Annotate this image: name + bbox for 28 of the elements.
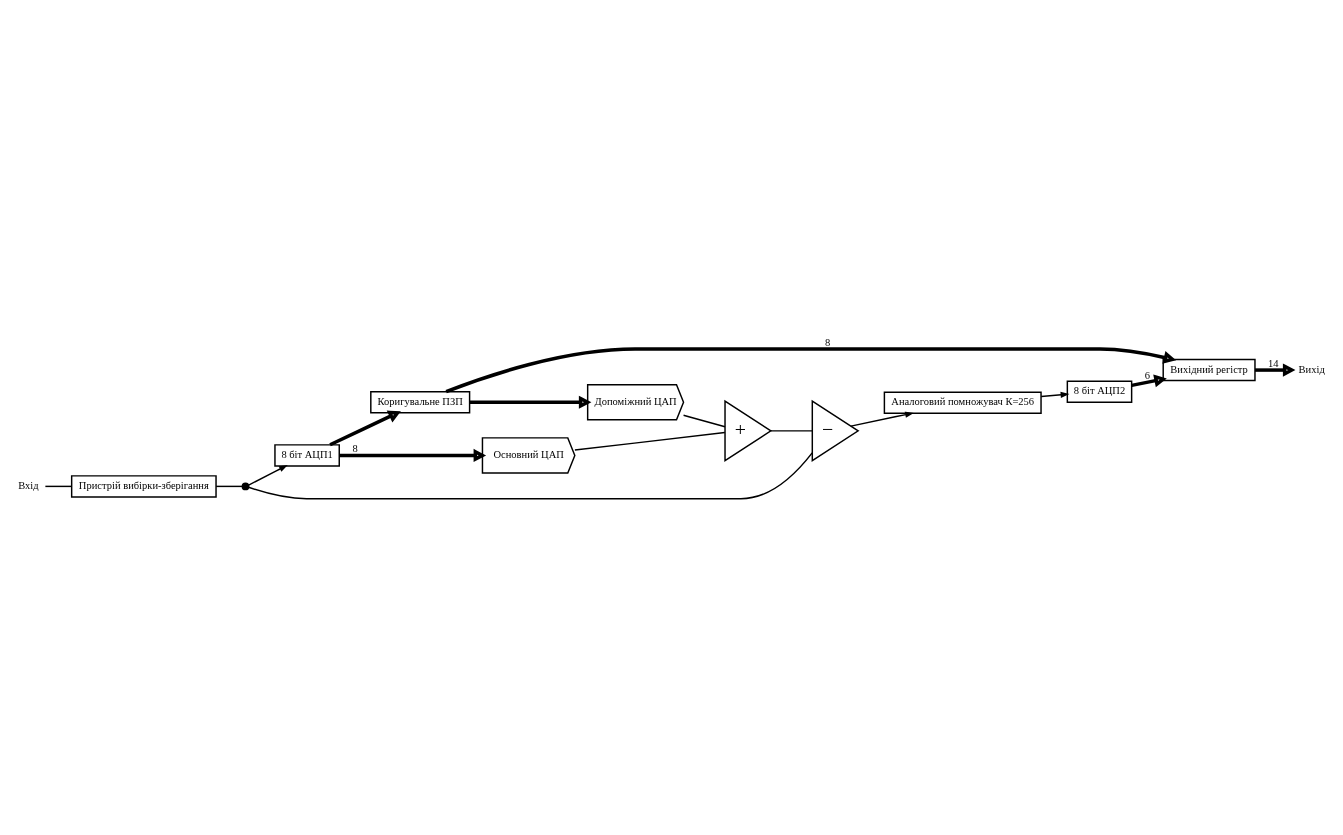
arrow [445, 346, 1177, 393]
arrow [1255, 363, 1296, 377]
connector [770, 429, 813, 432]
node-text: Вхід [18, 479, 39, 491]
arrow [329, 410, 401, 446]
connector [215, 485, 243, 487]
arrow [339, 448, 487, 462]
connector [574, 431, 726, 451]
node-circle [241, 482, 250, 490]
connector [247, 451, 813, 499]
node-box: Пристрій вибірки-зберігання [70, 474, 217, 498]
node-box: Коригувальне ПЗП [370, 390, 471, 413]
edge-label: 8 [352, 442, 358, 454]
node-box: 8 біт АЦП2 [1066, 379, 1133, 403]
connector [682, 414, 726, 428]
arrow [1040, 391, 1070, 398]
node-text: Вихід [1298, 363, 1325, 375]
edge-label: 6 [1144, 369, 1151, 381]
node-box: Аналоговий помножувач К=256 [883, 391, 1042, 414]
edge-label: 8 [824, 336, 831, 348]
arrow [850, 411, 914, 427]
connector [44, 485, 73, 487]
node-box: Вихідний регістр [1162, 358, 1256, 381]
edge-label: 14 [1268, 357, 1279, 369]
arrow [247, 464, 288, 486]
arrow [469, 395, 592, 409]
arrow [1131, 373, 1167, 387]
node-box: 8 біт АЦП1 [274, 443, 340, 467]
